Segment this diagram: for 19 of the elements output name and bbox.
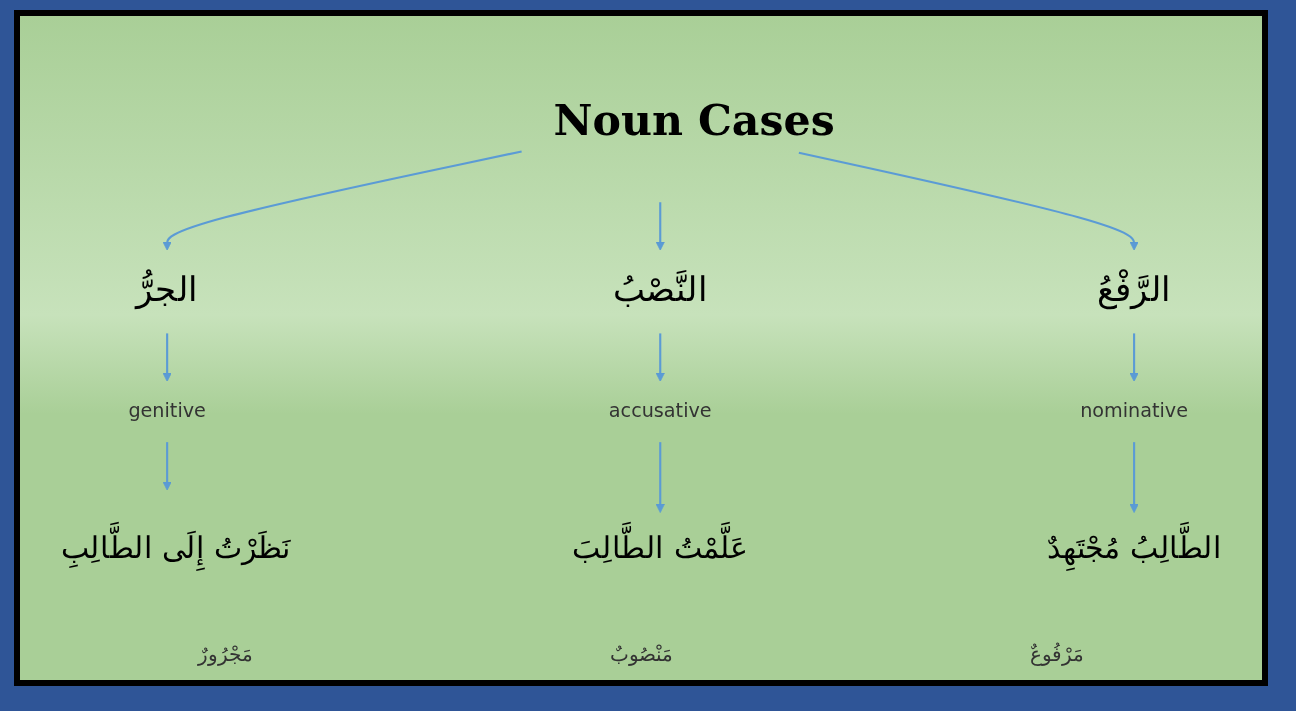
arrow: [1129, 442, 1139, 513]
arrow: [162, 150, 522, 251]
arrow: [655, 202, 665, 251]
arrow: [1129, 333, 1139, 382]
case-label: مَنْصُوبٌ: [610, 642, 673, 666]
case-label: مَرْفُوعٌ: [1029, 642, 1084, 666]
case-label: مَجْرُورٌ: [198, 642, 254, 666]
node-text: accusative: [608, 398, 712, 421]
arrow: [655, 333, 665, 382]
node-text: nominative: [1080, 398, 1189, 421]
arrow: [655, 442, 665, 513]
arrow: [162, 333, 172, 382]
node-text: الرَّفْعُ: [1097, 269, 1171, 310]
arrow: [798, 151, 1139, 251]
node-text: الجرُّ: [136, 269, 199, 310]
node-text: Noun Cases: [553, 94, 835, 145]
node-text: genitive: [128, 398, 206, 421]
node-text: النَّصْبُ: [613, 269, 708, 310]
arrow: [162, 442, 172, 491]
